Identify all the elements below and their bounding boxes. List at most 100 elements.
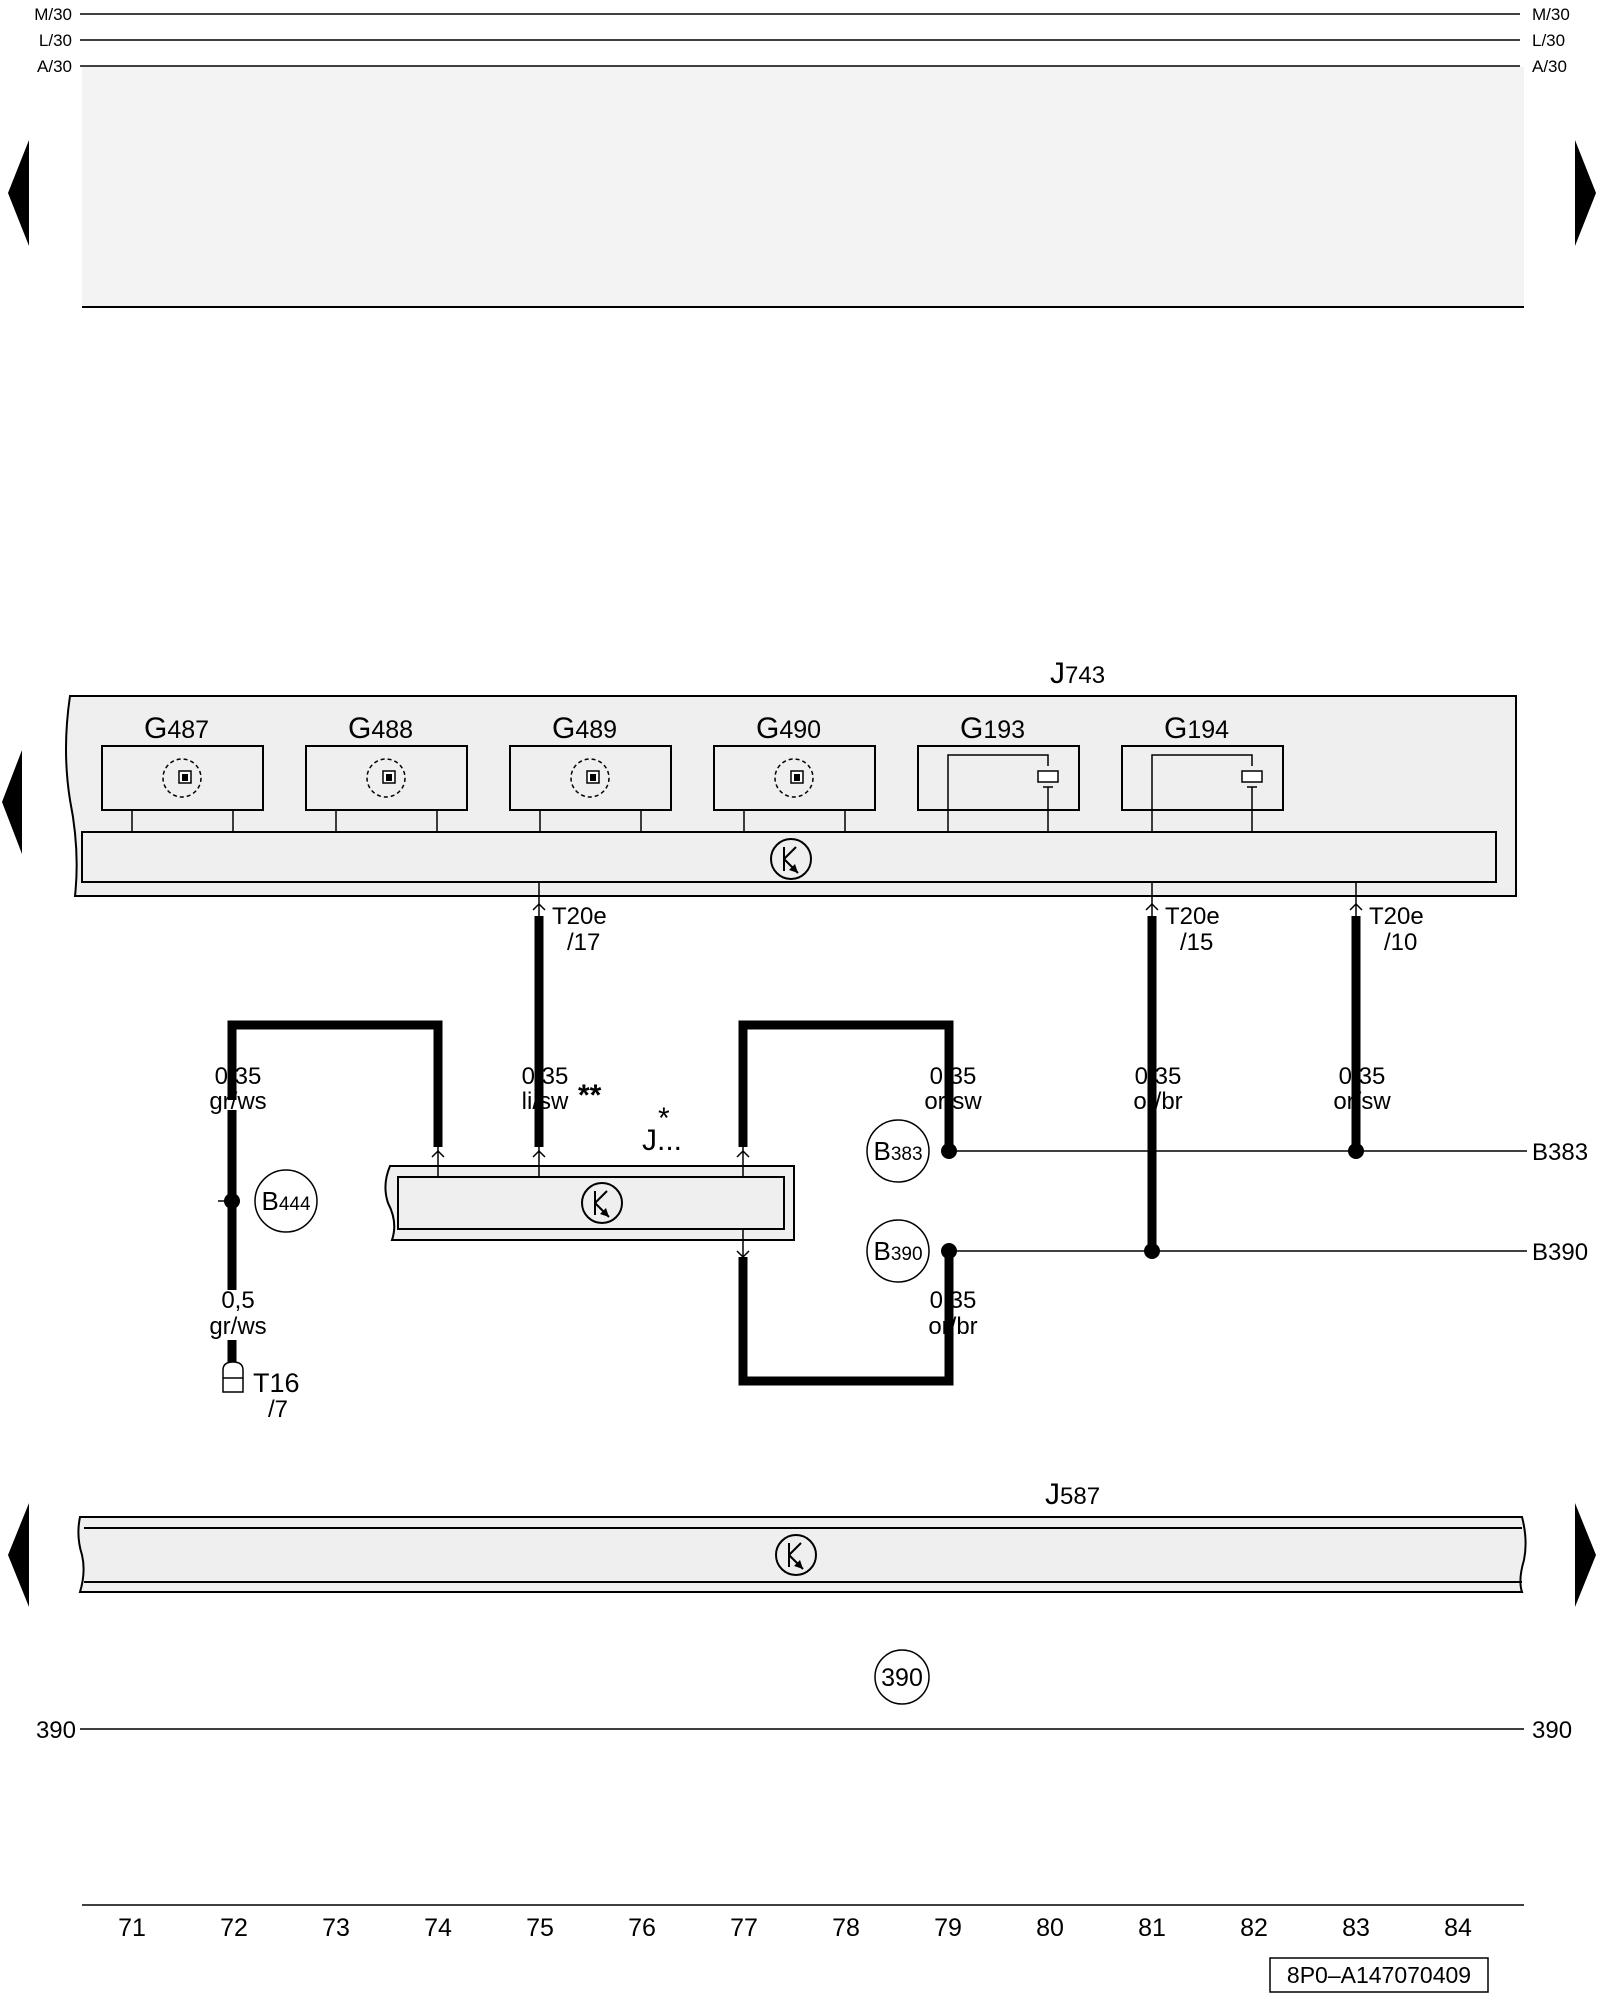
- transistor-icon: [770, 838, 812, 880]
- track-number: 84: [1444, 1914, 1472, 1942]
- ground-rail: 390 390 390: [36, 1649, 1572, 1744]
- module-j587: J587: [77, 1478, 1527, 1593]
- wire-color-orbr-81: or/br: [1133, 1088, 1182, 1115]
- pin-t20e-15-name: T20e: [1165, 903, 1220, 930]
- track-number: 79: [934, 1914, 962, 1942]
- b383-number: 383: [891, 1144, 923, 1165]
- arrow-right-icon[interactable]: [1575, 1503, 1596, 1607]
- transistor-icon: [775, 1534, 817, 1576]
- j743-sub: 743: [1065, 662, 1105, 689]
- sensor-letter: G: [1164, 712, 1187, 745]
- track-number: 81: [1138, 1914, 1166, 1942]
- wire-note-lisw: **: [578, 1079, 602, 1112]
- svg-text:G487: G487: [144, 712, 209, 745]
- sensor-g193: G193: [917, 712, 1080, 832]
- svg-text:J587: J587: [1045, 1478, 1100, 1511]
- rail-a30-left: A/30: [37, 57, 72, 76]
- wire-size-lisw: 0,35: [522, 1063, 569, 1090]
- t16-pin: /7: [268, 1396, 288, 1423]
- bus-b383: B383 B383: [866, 1119, 1588, 1183]
- svg-text:B390: B390: [873, 1236, 922, 1266]
- sensor-number: 489: [575, 716, 617, 744]
- track-number: 75: [526, 1914, 554, 1942]
- sensor-number: 194: [1187, 716, 1229, 744]
- connector-t16: T16 /7: [222, 1361, 300, 1423]
- wire-color-orsw-83: or/sw: [1333, 1088, 1391, 1115]
- thick-wires: [227, 916, 1361, 1386]
- wire-size-orsw-83: 0,35: [1339, 1063, 1386, 1090]
- sensor-g488: G488: [305, 712, 468, 832]
- j-unknown-star: *: [658, 1102, 670, 1135]
- document-id: 8P0–A147070409: [1269, 1957, 1489, 1993]
- sensor-g489: G489: [509, 712, 672, 832]
- ground-left-label: 390: [36, 1717, 76, 1744]
- j743-label: J: [1050, 657, 1065, 690]
- rail-l30-left: L/30: [39, 31, 72, 50]
- arrow-right-icon[interactable]: [1575, 140, 1596, 246]
- b444-number: 444: [279, 1194, 311, 1215]
- b383-right-label: B383: [1532, 1139, 1588, 1166]
- svg-text:G490: G490: [756, 712, 821, 745]
- module-j-unknown: * J...: [384, 1102, 795, 1259]
- j-unknown-label: J...: [642, 1124, 682, 1157]
- sensor-number: 193: [983, 716, 1025, 744]
- wire-size-grws-upper: 0,35: [215, 1063, 262, 1090]
- svg-text:B383: B383: [873, 1136, 922, 1166]
- sensor-letter: G: [144, 712, 167, 745]
- b390-right-label: B390: [1532, 1239, 1588, 1266]
- document-id-text: 8P0–A147070409: [1287, 1962, 1471, 1988]
- sensor-letter: G: [960, 712, 983, 745]
- sensor-letter: G: [756, 712, 779, 745]
- junction-dot: [224, 1193, 240, 1209]
- track-number: 73: [322, 1914, 350, 1942]
- rail-l30-right: L/30: [1532, 31, 1565, 50]
- j587-sub: 587: [1060, 1483, 1100, 1510]
- sensor-number: 487: [167, 716, 209, 744]
- wire-size-orbr-79: 0,35: [930, 1287, 977, 1314]
- pin-t20e-17-name: T20e: [552, 903, 607, 930]
- ground-badge: 390: [881, 1664, 923, 1692]
- sensor-g490: G490: [713, 712, 876, 832]
- sensor-number: 488: [371, 716, 413, 744]
- supply-rails: M/30 L/30 A/30 M/30 L/30 A/30: [34, 5, 1570, 76]
- wire-color-orbr-79: or/br: [928, 1313, 977, 1340]
- pin-t20e-10-pin: /10: [1384, 929, 1417, 956]
- j587-label: J: [1045, 1478, 1060, 1511]
- ground-right-label: 390: [1532, 1717, 1572, 1744]
- rail-a30-right: A/30: [1532, 57, 1567, 76]
- track-number: 71: [118, 1914, 146, 1942]
- wire-size-orsw-79: 0,35: [930, 1063, 977, 1090]
- connector-pins: [532, 882, 1363, 916]
- svg-text:B444: B444: [261, 1186, 310, 1216]
- arrow-left-icon[interactable]: [2, 750, 22, 854]
- b390-letter: B: [873, 1236, 890, 1266]
- pin-t20e-10-name: T20e: [1369, 903, 1424, 930]
- track-number: 83: [1342, 1914, 1370, 1942]
- sensor-g194: G194: [1121, 712, 1284, 832]
- connection-b444: B444: [254, 1169, 318, 1233]
- track-number: 76: [628, 1914, 656, 1942]
- t16-name: T16: [253, 1368, 300, 1398]
- top-grey-band: [82, 67, 1524, 307]
- svg-text:G488: G488: [348, 712, 413, 745]
- svg-text:J743: J743: [1050, 657, 1105, 690]
- wire-size-orbr-81: 0,35: [1135, 1063, 1182, 1090]
- sensor-g487: G487: [101, 712, 264, 832]
- wire-color-lisw: li/sw: [522, 1088, 569, 1115]
- track-number: 82: [1240, 1914, 1268, 1942]
- rail-m30-right: M/30: [1532, 5, 1570, 24]
- pin-t20e-17-pin: /17: [567, 929, 600, 956]
- transistor-icon: [581, 1182, 623, 1224]
- wire-size-grws-lower: 0,5: [221, 1287, 254, 1314]
- track-number: 72: [220, 1914, 248, 1942]
- wire-color-grws-lower: gr/ws: [209, 1313, 266, 1340]
- arrow-left-icon[interactable]: [8, 1503, 29, 1607]
- track-number: 77: [730, 1914, 758, 1942]
- b383-letter: B: [873, 1136, 890, 1166]
- bus-b390: B390 B390: [866, 1219, 1588, 1283]
- wire-color-orsw-79: or/sw: [924, 1088, 982, 1115]
- svg-text:G489: G489: [552, 712, 617, 745]
- arrow-left-icon[interactable]: [8, 140, 29, 246]
